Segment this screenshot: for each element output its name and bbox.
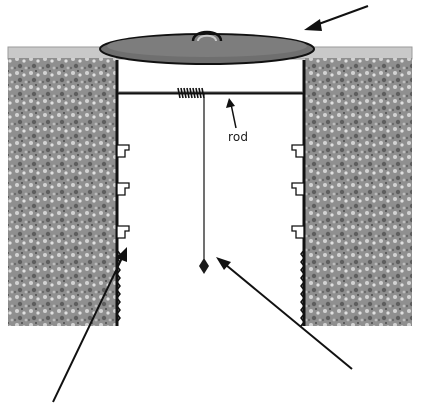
right-soil — [305, 58, 412, 326]
right-wall-texture — [300, 249, 305, 327]
right-steps — [291, 144, 305, 239]
left-soil — [8, 58, 116, 326]
bob-arrow-shaft — [225, 264, 353, 370]
lid-arrow-shaft — [315, 5, 369, 26]
step-arrow-head — [116, 247, 127, 262]
left-steps — [116, 144, 130, 239]
left-step-2 — [116, 182, 130, 196]
step-arrow-shaft — [52, 257, 123, 403]
manhole-lid-top — [107, 35, 307, 57]
rod-arrow-head — [226, 98, 235, 108]
rod-coil — [177, 87, 205, 99]
right-step-1 — [291, 144, 305, 158]
right-step-3 — [291, 225, 305, 239]
bob-arrow-head — [216, 257, 231, 270]
left-step-1 — [116, 144, 130, 158]
rod-label: rod — [228, 130, 249, 144]
left-step-3 — [116, 225, 130, 239]
plumb-bob — [199, 258, 209, 274]
lid-arrow-head — [304, 19, 322, 31]
right-step-2 — [291, 182, 305, 196]
lid-handle — [191, 30, 223, 42]
lid-handle-inner — [197, 34, 217, 42]
rod-arrow-shaft — [230, 103, 237, 129]
